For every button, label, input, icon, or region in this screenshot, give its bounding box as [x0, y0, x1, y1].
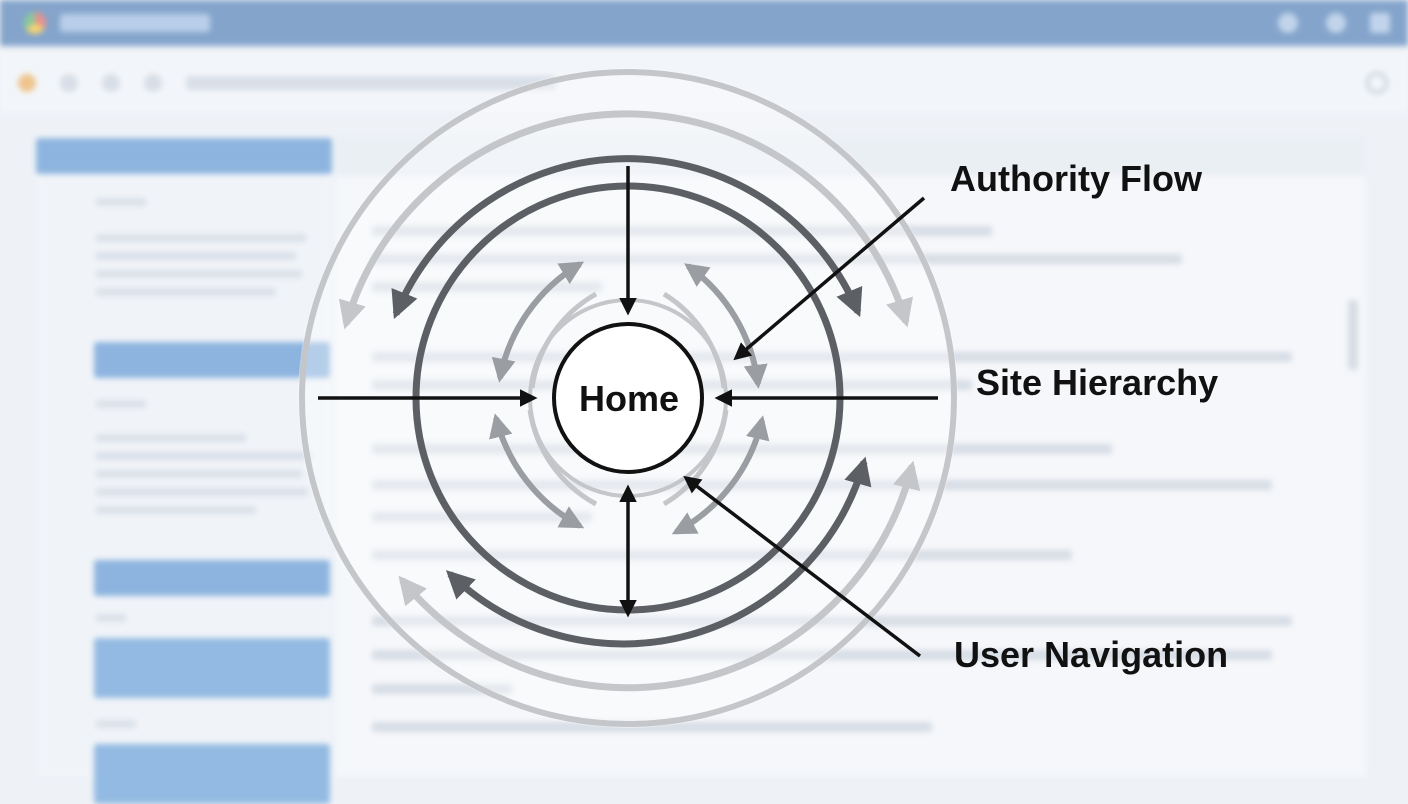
- content-line: [372, 722, 932, 732]
- address-bar[interactable]: [186, 76, 556, 90]
- flow-arc: [527, 409, 598, 507]
- flow-arc: [489, 413, 585, 529]
- flow-arc: [491, 261, 585, 383]
- sidebar-text: [96, 614, 126, 622]
- site-hierarchy-label: Site Hierarchy: [976, 362, 1219, 403]
- menu-icon[interactable]: [1370, 13, 1390, 33]
- flow-arc: [391, 155, 863, 320]
- browser-title-bar: [0, 0, 1408, 46]
- sidebar-text: [96, 488, 308, 496]
- edit-icon[interactable]: [1278, 13, 1298, 33]
- flow-arc: [684, 263, 768, 389]
- flow-arc: [671, 415, 770, 535]
- sidebar-text: [96, 288, 276, 296]
- content-line: [372, 352, 1292, 362]
- sidebar-search[interactable]: [36, 138, 332, 174]
- back-icon[interactable]: [60, 74, 78, 92]
- content-line: [372, 254, 1182, 264]
- flow-arc: [398, 460, 921, 692]
- authority-flow-label: Authority Flow: [950, 158, 1202, 199]
- user-navigation-label: User Navigation: [954, 634, 1229, 675]
- sidebar-text: [96, 506, 256, 514]
- authority-flow-diagram: [298, 68, 958, 728]
- content-line: [372, 616, 1292, 626]
- flow-arc: [662, 409, 729, 507]
- home-icon[interactable]: [18, 74, 36, 92]
- search-icon[interactable]: [1366, 72, 1388, 94]
- home-node: [552, 322, 704, 474]
- sidebar-text: [96, 470, 302, 478]
- flow-arc: [338, 110, 913, 330]
- window-title-placeholder: [60, 14, 210, 32]
- sidebar-text: [96, 270, 302, 278]
- sidebar-section-button[interactable]: [94, 342, 330, 378]
- sidebar-highlight-box[interactable]: [94, 638, 330, 698]
- sidebar-section-button[interactable]: [94, 560, 330, 596]
- outer-ring: [299, 69, 957, 727]
- sidebar-text: [96, 434, 246, 442]
- home-label: Home: [578, 378, 680, 419]
- flow-arc: [529, 291, 598, 389]
- arrow-authority-flow: [733, 196, 926, 361]
- refresh-icon[interactable]: [102, 74, 120, 92]
- app-logo-icon: [24, 12, 46, 34]
- content-line: [372, 684, 512, 694]
- bookmark-icon[interactable]: [144, 74, 162, 92]
- sidebar-text: [96, 252, 296, 260]
- flow-arc: [662, 291, 727, 389]
- sidebar-text: [96, 720, 136, 728]
- arrow-user-navigation: [683, 475, 922, 658]
- content-line: [372, 650, 1272, 660]
- sidebar-text: [96, 234, 306, 242]
- sidebar-text: [96, 198, 146, 206]
- settings-icon[interactable]: [1326, 13, 1346, 33]
- sidebar-text: [96, 452, 312, 460]
- sidebar-text: [96, 400, 146, 408]
- content-line: [372, 226, 992, 236]
- flow-arc: [445, 456, 872, 648]
- scrollbar[interactable]: [1348, 300, 1358, 370]
